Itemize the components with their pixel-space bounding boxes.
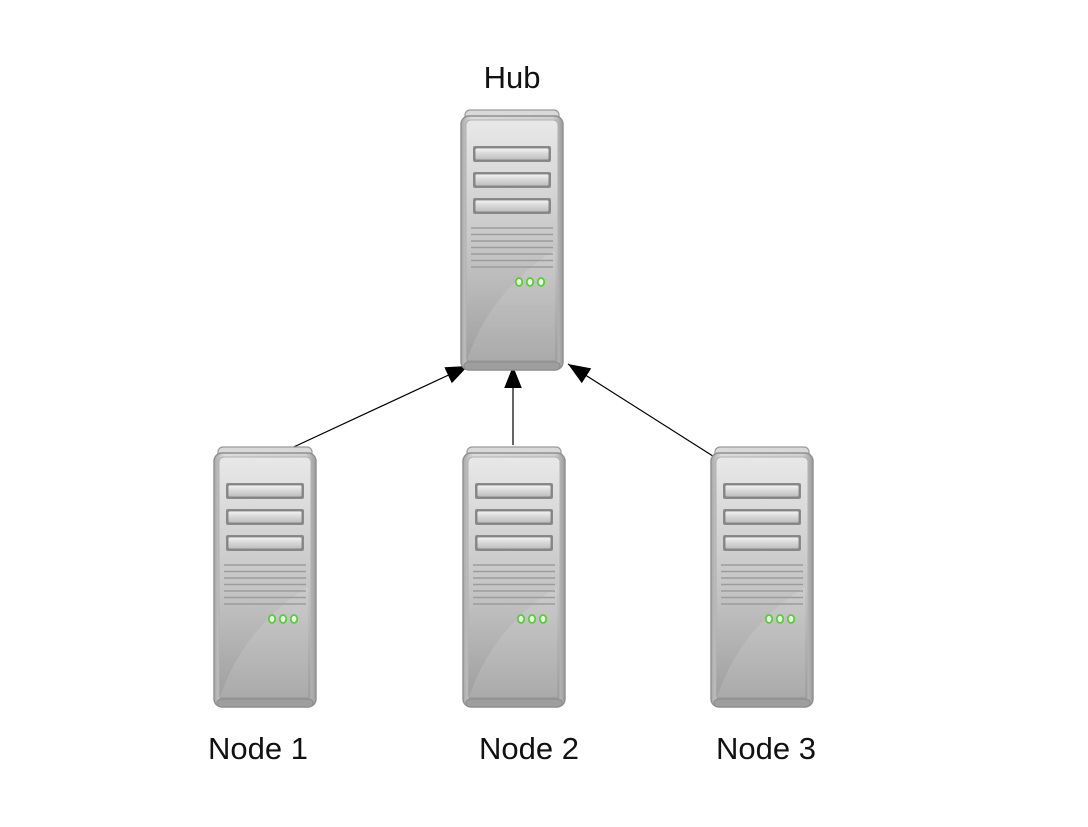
drive-bay (474, 147, 550, 161)
status-led (764, 614, 774, 624)
server-highlight (717, 587, 805, 697)
status-led (289, 614, 299, 624)
status-led (536, 277, 546, 287)
edges (269, 363, 717, 459)
status-led (527, 614, 537, 624)
status-led (267, 614, 277, 624)
drive-bay (724, 510, 800, 524)
drive-bay (476, 536, 552, 550)
status-led (525, 277, 535, 287)
drive-bay (474, 173, 550, 187)
status-led (278, 614, 288, 624)
edge-node1-to-hub (269, 365, 469, 459)
server-base (216, 698, 314, 708)
server-base (465, 698, 563, 708)
drive-bay (724, 536, 800, 550)
node-1-server-icon[interactable] (213, 446, 317, 708)
drive-bay (227, 484, 303, 498)
drive-bay (227, 536, 303, 550)
server-base (463, 361, 561, 371)
hub-label: Hub (484, 60, 541, 95)
drive-bay (474, 199, 550, 213)
edge-node3-to-hub (567, 363, 717, 459)
status-led (516, 614, 526, 624)
status-led (514, 277, 524, 287)
node-3-label: Node 3 (716, 731, 816, 766)
node-3-server-icon[interactable] (710, 446, 814, 708)
drive-bay (724, 484, 800, 498)
drive-bay (227, 510, 303, 524)
node-2-server-icon[interactable] (462, 446, 566, 708)
status-led (775, 614, 785, 624)
server-highlight (220, 587, 308, 697)
node-2-label: Node 2 (479, 731, 579, 766)
drive-bay (476, 510, 552, 524)
node-1-label: Node 1 (208, 731, 308, 766)
server-base (713, 698, 811, 708)
status-led (786, 614, 796, 624)
server-highlight (467, 250, 555, 360)
status-led (538, 614, 548, 624)
drive-bay (476, 484, 552, 498)
server-highlight (469, 587, 557, 697)
hub-server-icon[interactable] (460, 109, 564, 371)
